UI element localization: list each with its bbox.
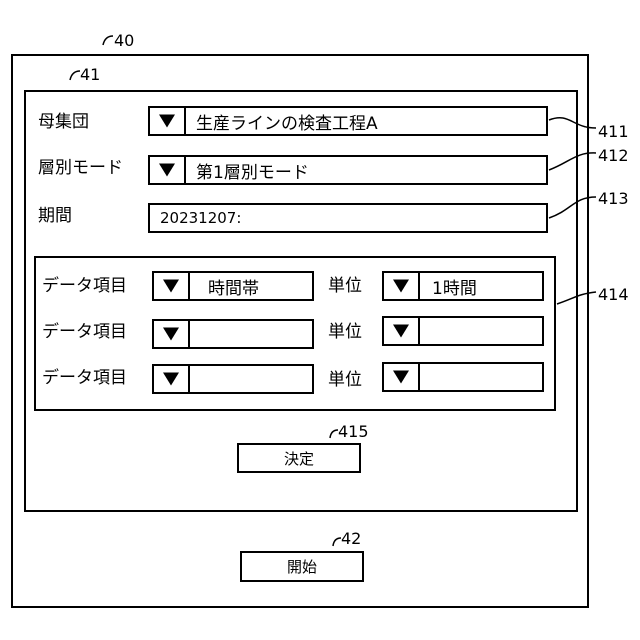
leader-412 (549, 153, 596, 170)
leader-411 (549, 118, 596, 128)
leader-42 (333, 538, 341, 546)
leader-414 (557, 292, 596, 304)
leader-41 (70, 71, 80, 80)
leader-40 (103, 36, 113, 45)
leader-413 (549, 197, 596, 218)
leader-415 (330, 430, 338, 438)
